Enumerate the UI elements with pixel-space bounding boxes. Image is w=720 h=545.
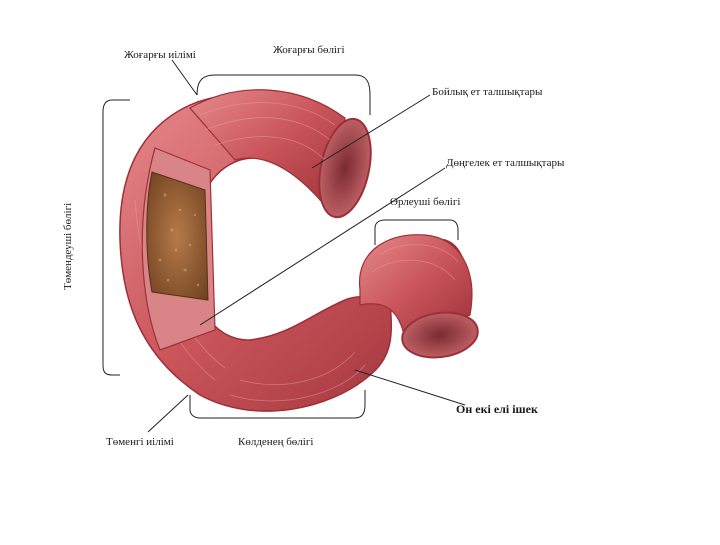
- label-ascending-part: Өрлеуші бөлігі: [390, 196, 461, 208]
- upper-part-tube: [189, 89, 346, 214]
- leader-lines: [147, 59, 466, 433]
- label-lower-flexure: Төменгі иілімі: [106, 436, 174, 448]
- lower-opening: [401, 311, 479, 359]
- brackets: [102, 74, 459, 419]
- label-horizontal-part: Көлденең бөлігі: [238, 436, 314, 448]
- label-upper-flexure: Жоғарғы иілімі: [124, 49, 196, 61]
- label-longitudinal-fibers: Бойлық ет талшықтары: [432, 86, 543, 98]
- label-circular-fibers: Дөңгелек ет талшықтары: [446, 157, 565, 169]
- label-descending-part: Төмендеуші бөлігі: [62, 202, 74, 290]
- mucosa-texture: [158, 193, 200, 287]
- upper-opening: [318, 117, 372, 219]
- label-upper-part: Жоғарғы бөлігі: [273, 44, 345, 56]
- label-duodenum: Он екі елі ішек: [456, 402, 538, 416]
- mucosa-window: [146, 171, 209, 301]
